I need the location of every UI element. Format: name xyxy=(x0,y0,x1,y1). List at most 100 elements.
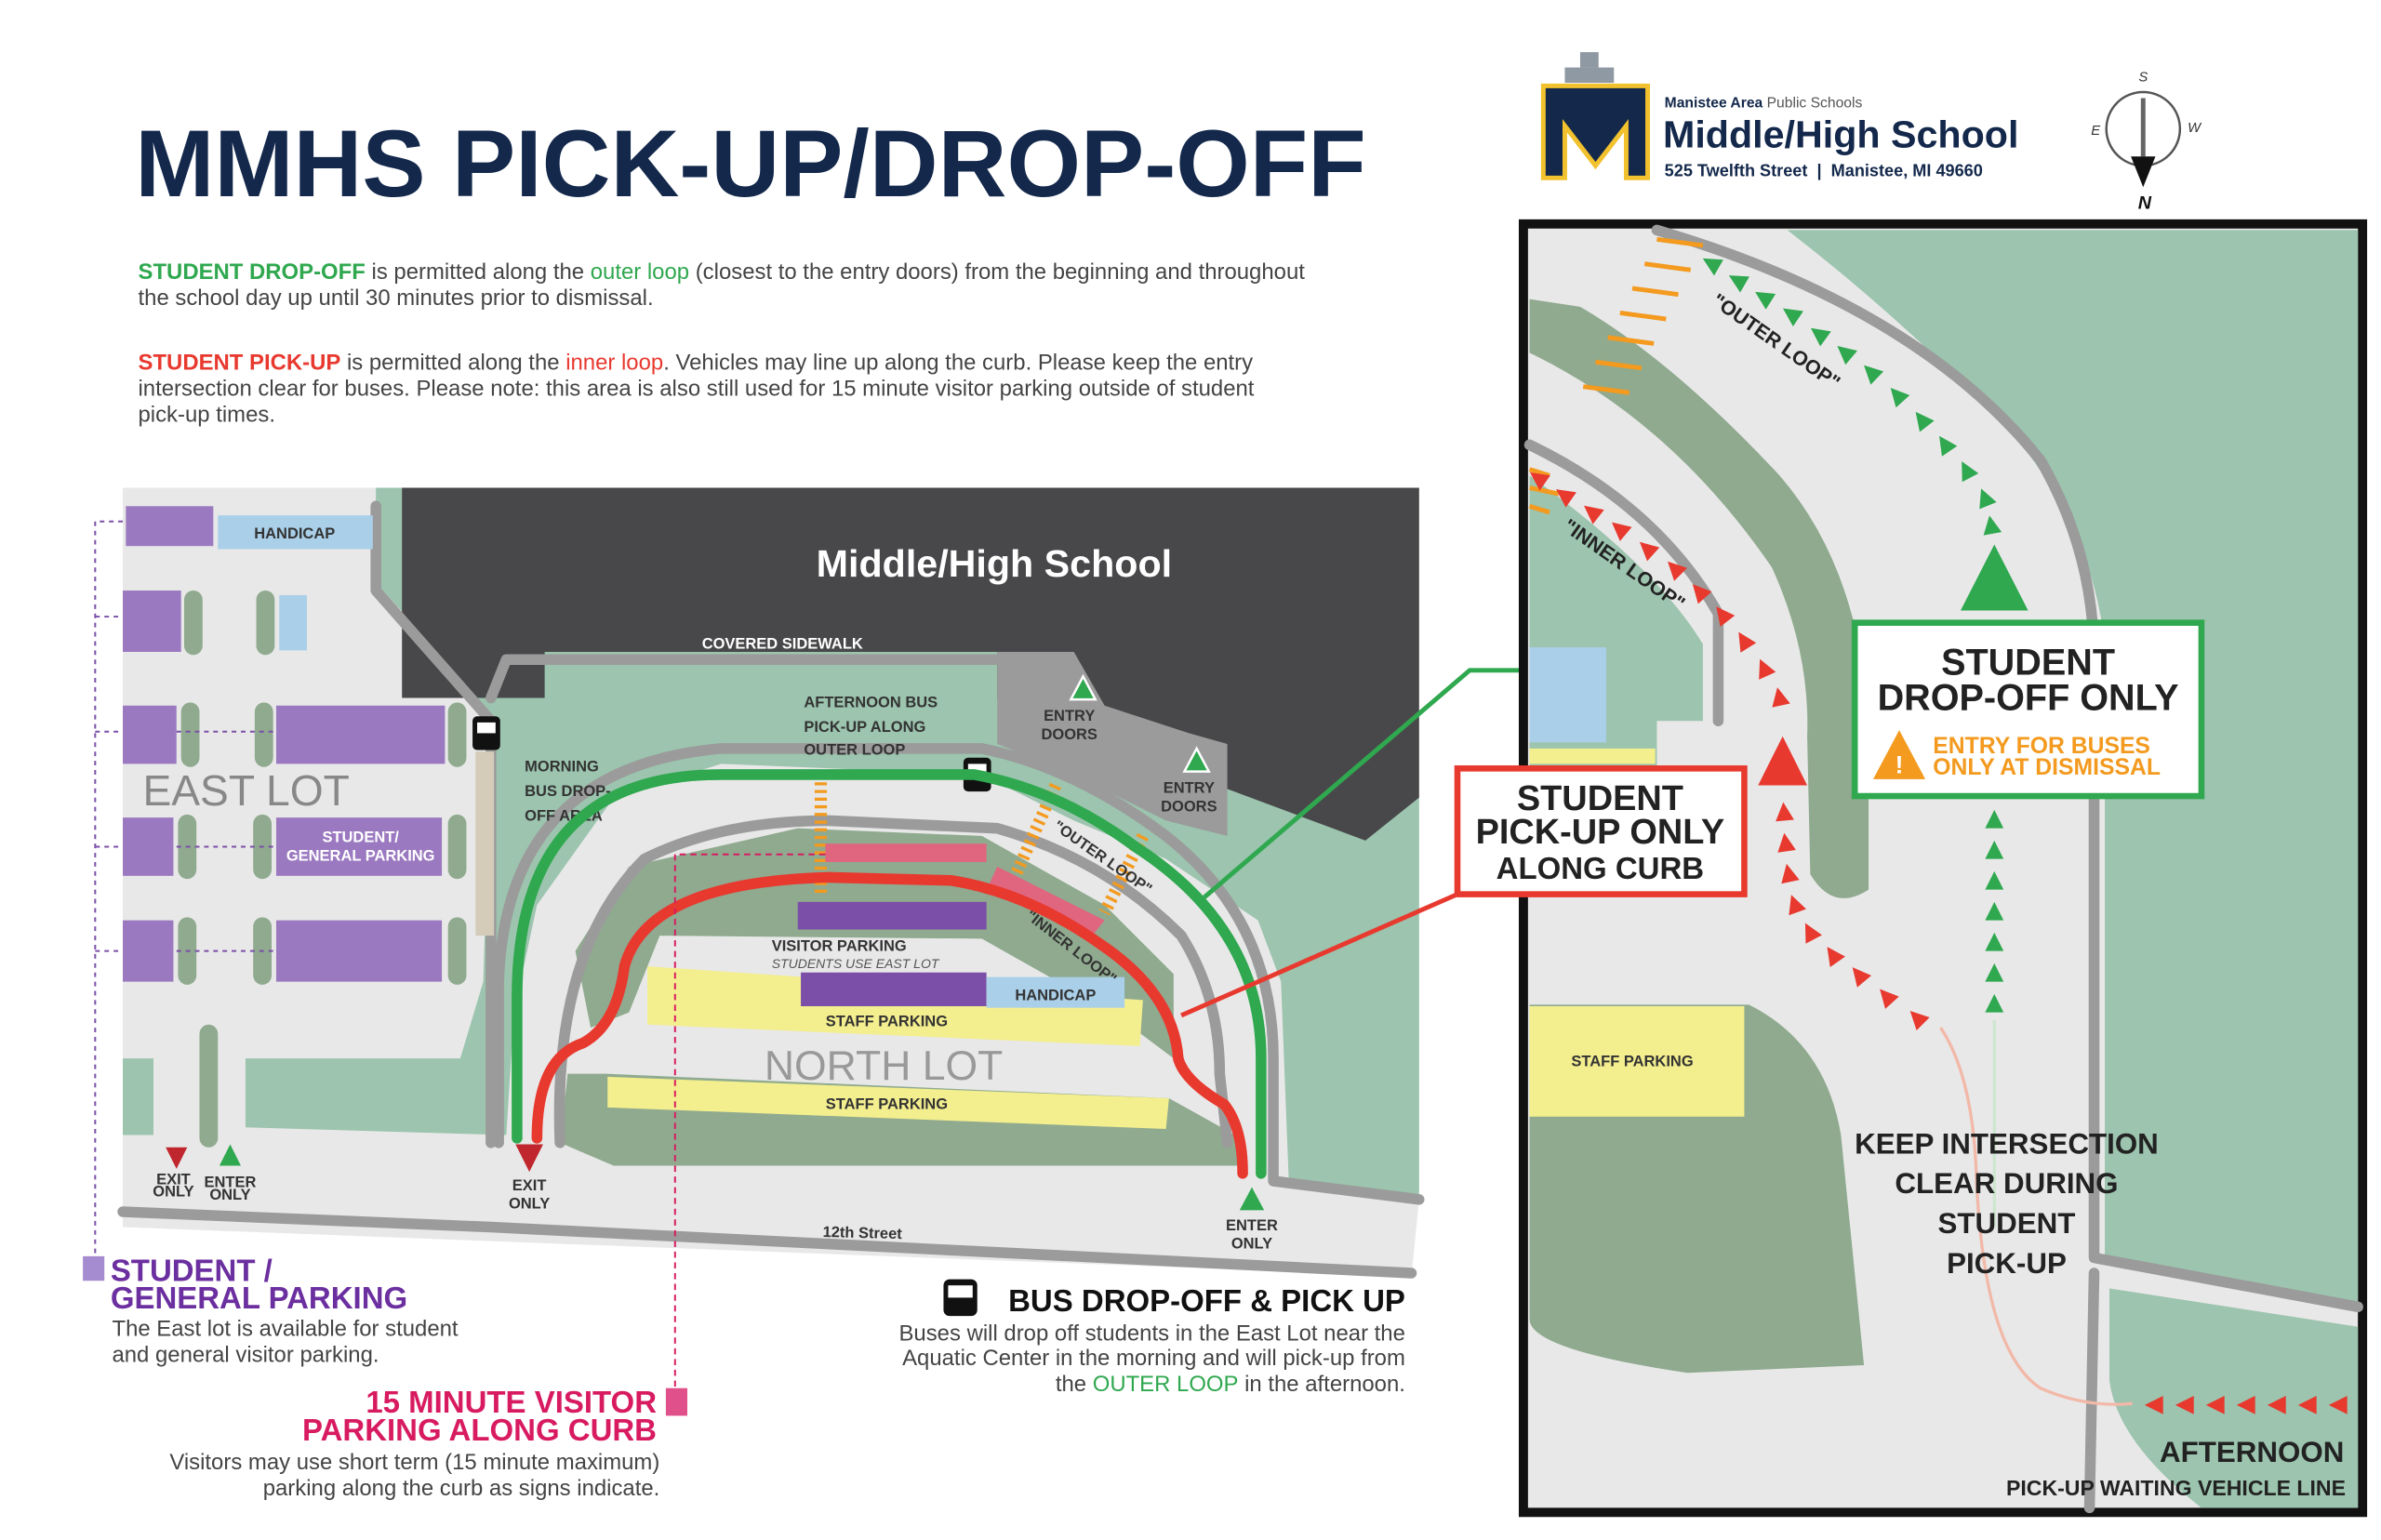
svg-text:PICK-UP ONLY: PICK-UP ONLY xyxy=(1476,813,1725,852)
crosswalk xyxy=(1528,236,1704,515)
svg-text:ALONG CURB: ALONG CURB xyxy=(1496,851,1704,885)
road-edge xyxy=(493,743,1425,1205)
east-lot-medians xyxy=(178,591,467,1148)
dropoff-chevron-icon xyxy=(1985,870,2004,890)
road-edge xyxy=(117,1206,1417,1279)
svg-text:STUDENT: STUDENT xyxy=(1938,1207,2076,1240)
bus-dropoff-area xyxy=(475,751,495,936)
pickup-connector xyxy=(1180,892,1458,1018)
svg-text:STUDENT PICK-UP is permitted a: STUDENT PICK-UP is permitted along the i… xyxy=(139,351,1254,376)
purple-leader-lines xyxy=(94,520,276,1270)
svg-text:W: W xyxy=(2188,121,2202,136)
entry-doors-marker: ENTRY DOORS xyxy=(1041,673,1097,743)
waiting-line-path xyxy=(1939,1027,2133,1406)
enter-arrow-icon xyxy=(219,1144,242,1166)
pink-marker xyxy=(665,1387,687,1416)
svg-text:and general visitor parking.: and general visitor parking. xyxy=(112,1343,379,1368)
svg-text:BUS DROP-: BUS DROP- xyxy=(525,783,610,800)
staff-parking xyxy=(647,966,1143,1046)
svg-text:CLEAR DURING: CLEAR DURING xyxy=(1895,1167,2118,1200)
svg-text:DROP-OFF ONLY: DROP-OFF ONLY xyxy=(1878,678,2179,719)
campus-map: Middle/High School COVERED SIDEWALK xyxy=(94,487,1425,1388)
pickup-chevron-icon xyxy=(1738,631,1757,653)
purple-marker xyxy=(83,1255,105,1281)
svg-text:ONLY: ONLY xyxy=(509,1196,550,1213)
dropoff-callout: STUDENT DROP-OFF ONLY ! ENTRY FOR BUSES … xyxy=(1851,619,2205,800)
dropoff-chevron-icon xyxy=(1985,840,2004,859)
page-title: MMHS PICK-UP/DROP-OFF xyxy=(135,110,1366,217)
dropoff-chevron-icon xyxy=(1962,461,1979,483)
svg-text:parking along the curb as sign: parking along the curb as signs indicate… xyxy=(263,1476,660,1501)
pickup-chevron-icon xyxy=(1772,687,1790,708)
visitor-parking xyxy=(797,901,987,930)
visitor-parking-legend: 15 MINUTE VISITOR PARKING ALONG CURB Vis… xyxy=(169,1385,687,1501)
handicap-parking xyxy=(1529,647,1606,743)
svg-text:STUDENT/: STUDENT/ xyxy=(322,830,399,846)
dropoff-chevron-icon xyxy=(1979,488,1997,510)
dropoff-chevron-icon xyxy=(1985,809,2004,829)
bus-icon xyxy=(472,716,500,750)
keep-intersection-clear-note: KEEP INTERSECTION CLEAR DURING STUDENT P… xyxy=(1855,1127,2159,1280)
svg-text:ONLY AT DISMISSAL: ONLY AT DISMISSAL xyxy=(1933,755,2161,780)
svg-text:DOORS: DOORS xyxy=(1161,799,1217,816)
svg-text:intersection clear for buses.: intersection clear for buses. Please not… xyxy=(139,377,1255,402)
svg-text:Visitors may use short term (1: Visitors may use short term (15 minute m… xyxy=(169,1450,659,1475)
pickup-chevron-icon xyxy=(2297,1395,2317,1414)
svg-text:Aquatic Center in the morning: Aquatic Center in the morning and will p… xyxy=(902,1346,1405,1371)
warning-icon: ! xyxy=(1872,730,1926,779)
svg-text:ENTRY: ENTRY xyxy=(1164,780,1215,797)
svg-text:E: E xyxy=(2091,124,2101,139)
svg-text:ENTRY: ENTRY xyxy=(1044,708,1095,724)
svg-text:N: N xyxy=(2138,192,2152,213)
dropoff-chevron-icon xyxy=(1837,345,1857,365)
student-parking-legend: STUDENT / GENERAL PARKING The East lot i… xyxy=(83,1253,459,1368)
svg-text:OUTER LOOP: OUTER LOOP xyxy=(804,742,905,759)
visitor-curb-parking xyxy=(989,866,1105,936)
pickup-chevron-icon xyxy=(1611,522,1632,541)
pink-leader-line xyxy=(673,853,826,1388)
svg-text:AFTERNOON BUS: AFTERNOON BUS xyxy=(804,694,938,710)
pickup-chevron-icon xyxy=(1789,895,1806,916)
pickup-chevron-icon xyxy=(1777,832,1796,853)
dropoff-chevron-icon xyxy=(1939,435,1958,457)
dropoff-chevron-icon xyxy=(1728,275,1749,293)
pickup-chevron-icon xyxy=(2236,1395,2255,1414)
pickup-chevron-icon xyxy=(1880,989,1899,1009)
svg-text:PARKING ALONG CURB: PARKING ALONG CURB xyxy=(302,1413,657,1447)
pickup-chevron-icon xyxy=(1529,471,1550,491)
school-logo xyxy=(1540,52,1650,180)
svg-text:pick-up times.: pick-up times. xyxy=(139,403,275,428)
pickup-chevron-icon xyxy=(1804,923,1822,944)
svg-text:STAFF PARKING: STAFF PARKING xyxy=(826,1013,948,1029)
pickup-chevron-icon xyxy=(2175,1395,2194,1414)
svg-text:HANDICAP: HANDICAP xyxy=(254,525,335,542)
grass-area xyxy=(2108,1288,2359,1508)
dropoff-chevron-icon xyxy=(1915,411,1935,432)
pickup-direction-arrow-icon xyxy=(1758,736,1808,786)
dropoff-paragraph: STUDENT DROP-OFF is permitted along the … xyxy=(139,259,1306,311)
north-lot-label: NORTH LOT xyxy=(765,1043,1003,1089)
pickup-chevron-icon xyxy=(1639,541,1660,562)
dropoff-chevron-icon xyxy=(1702,258,1723,276)
svg-text:AFTERNOON: AFTERNOON xyxy=(2160,1436,2344,1468)
svg-text:The East lot is available for: The East lot is available for student xyxy=(112,1317,458,1342)
svg-text:STAFF PARKING: STAFF PARKING xyxy=(1571,1053,1693,1069)
pickup-chevron-icon xyxy=(1759,658,1776,680)
svg-text:STUDENTS USE EAST LOT: STUDENTS USE EAST LOT xyxy=(772,956,940,971)
grass-area xyxy=(1529,299,1869,898)
school-name: Middle/High School xyxy=(1663,113,2018,155)
bus-legend: BUS DROP-OFF & PICK UP Buses will drop o… xyxy=(898,1279,1405,1397)
svg-text:STUDENT DROP-OFF is permitted: STUDENT DROP-OFF is permitted along the … xyxy=(139,259,1306,285)
svg-text:the OUTER LOOP in the afternoo: the OUTER LOOP in the afternoon. xyxy=(1056,1372,1405,1397)
svg-text:DOORS: DOORS xyxy=(1041,726,1097,743)
visitor-curb-parking xyxy=(825,843,987,862)
pickup-chevron-icon xyxy=(2328,1395,2348,1414)
pickup-chevron-icon xyxy=(2144,1395,2163,1414)
pickup-callout: STUDENT PICK-UP ONLY ALONG CURB xyxy=(1454,765,1748,897)
staff-parking xyxy=(1529,748,1656,764)
pickup-chevron-icon xyxy=(1852,967,1872,988)
dropoff-chevron-icon xyxy=(1782,308,1803,326)
bus-icon xyxy=(943,1279,978,1317)
outer-loop-route xyxy=(512,769,1267,1179)
